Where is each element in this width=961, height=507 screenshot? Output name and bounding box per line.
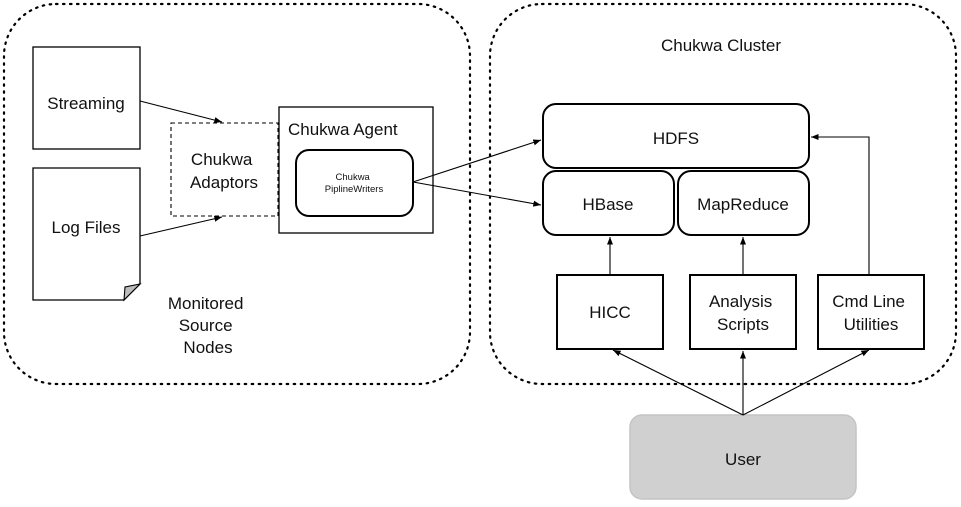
streaming-node — [32, 46, 141, 150]
cmd-line-utilities-label: Cmd Line Utilities — [832, 292, 910, 334]
arrow-writers-to-hdfs — [412, 139, 542, 183]
hdfs-label: HDFS — [653, 129, 699, 148]
arrow-writers-to-hbase — [412, 181, 542, 207]
source-nodes-region — [2, 2, 472, 386]
chukwa-pipline-writers-node — [295, 149, 414, 217]
hicc-label: HICC — [589, 303, 631, 322]
hbase-node — [542, 170, 675, 236]
chukwa-adaptors-node — [170, 122, 279, 217]
log-files-label: Log Files — [52, 218, 121, 237]
source-region-label: Monitored Source Nodes — [168, 294, 248, 357]
arrow-user-to-hicc — [612, 349, 744, 416]
streaming-label: Streaming — [47, 94, 124, 113]
chukwa-pipline-writers-label: Chukwa PiplineWriters — [325, 172, 384, 195]
arrow-logfiles-to-adaptors — [139, 215, 223, 237]
mapreduce-node — [677, 170, 810, 236]
chukwa-cluster-region — [488, 2, 958, 386]
mapreduce-label: MapReduce — [697, 195, 789, 214]
log-files-page-fold — [123, 283, 142, 302]
cluster-region-label: Chukwa Cluster — [661, 36, 781, 55]
hicc-node — [556, 274, 664, 350]
arrow-streaming-to-adaptors — [139, 100, 223, 124]
hdfs-node — [542, 103, 810, 169]
chukwa-agent-label: Chukwa Agent — [288, 120, 398, 139]
user-label: User — [725, 450, 761, 469]
analysis-scripts-node — [689, 274, 797, 350]
arrow-cmdline-to-hdfs — [811, 133, 870, 275]
chukwa-adaptors-label: Chukwa Adaptors — [190, 150, 258, 192]
hbase-label: HBase — [582, 195, 633, 214]
analysis-scripts-label: Analysis Scripts — [709, 292, 777, 334]
arrow-user-to-cmdline — [742, 349, 870, 416]
cmd-line-utilities-node — [817, 274, 925, 350]
